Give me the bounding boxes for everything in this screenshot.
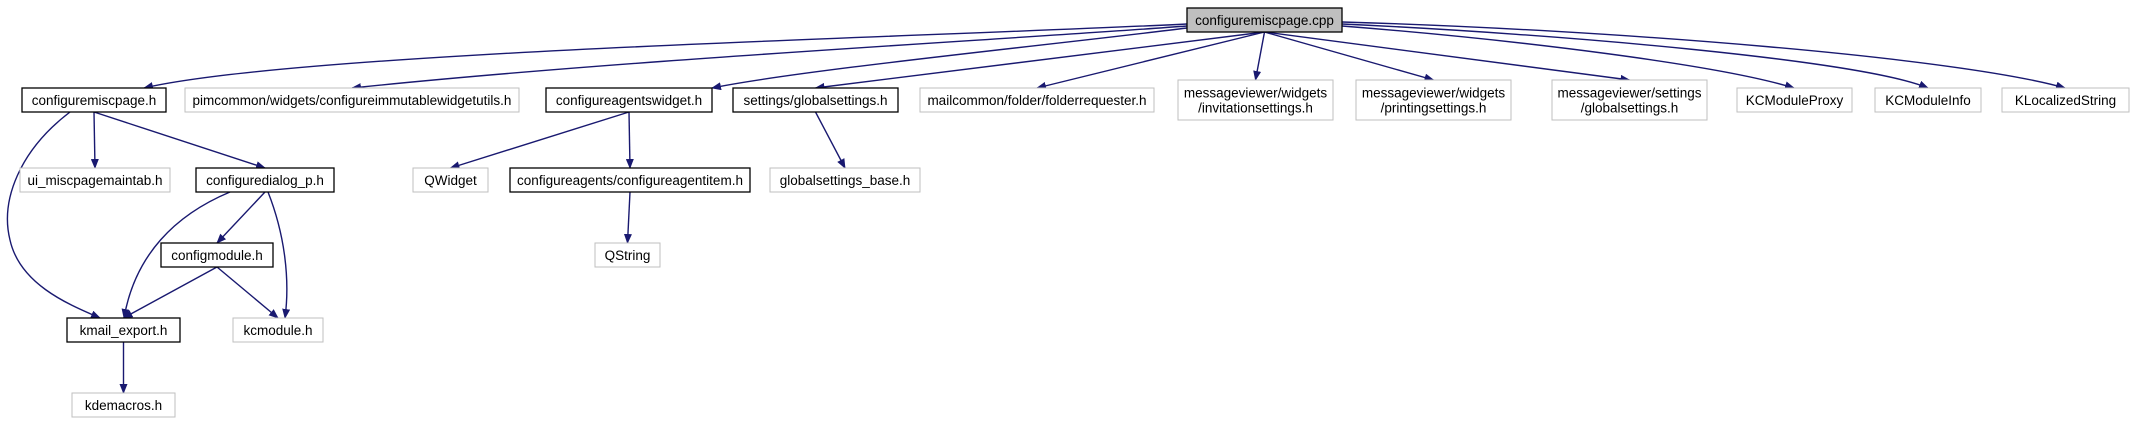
node-box <box>184 87 520 113</box>
node-box <box>1874 87 1982 113</box>
node-box <box>1551 79 1708 121</box>
node-label: kdemacros.h <box>85 398 162 413</box>
node-box <box>1736 87 1853 113</box>
node-kdemacros: kdemacros.h <box>71 392 176 418</box>
node-kcmodule: kcmodule.h <box>232 317 324 343</box>
node-box <box>232 317 324 343</box>
edge-root-to-mv_globalsettings <box>1264 31 1631 83</box>
edge-configuredialog_p-to-kcmodule <box>267 191 291 319</box>
node-folderrequester: mailcommon/folder/folderrequester.h <box>919 87 1155 113</box>
edge-root-to-invitationsettings <box>1253 31 1266 81</box>
node-globalsettings-h[interactable]: settings/globalsettings.h <box>732 87 899 113</box>
edge-configmodule-to-kcmodule <box>216 266 279 319</box>
node-label: kcmodule.h <box>243 323 312 338</box>
node-kcmoduleproxy: KCModuleProxy <box>1736 87 1853 113</box>
node-label: pimcommon/widgets/configureimmutablewidg… <box>193 93 512 108</box>
node-label: messageviewer/widgets <box>1362 86 1506 101</box>
edge-root-to-globalsettings_h <box>814 31 1265 91</box>
node-configureagentswidget[interactable]: configureagentswidget.h <box>545 87 713 113</box>
edge-configuremiscpage_h-to-kmail_export <box>6 111 101 319</box>
edge-root-to-kcmoduleproxy <box>1341 25 1795 90</box>
node-box <box>71 392 176 418</box>
edge-root-to-folderrequester <box>1036 31 1265 90</box>
edge-configureagentitem-to-qstring <box>623 191 632 244</box>
node-label: KCModuleProxy <box>1746 93 1844 108</box>
node-label: /printingsettings.h <box>1381 101 1487 116</box>
node-box <box>195 167 335 193</box>
node-label: configuredialog_p.h <box>206 173 324 188</box>
node-box <box>412 167 489 193</box>
node-box <box>509 167 751 193</box>
node-label: /invitationsettings.h <box>1198 101 1313 116</box>
edge-configuremiscpage_h-to-ui_miscpagemaintab <box>90 111 99 169</box>
node-klocalizedstring: KLocalizedString <box>2001 87 2130 113</box>
node-label: globalsettings_base.h <box>780 173 911 188</box>
node-printingsettings: messageviewer/widgets/printingsettings.h <box>1355 79 1512 121</box>
node-label: KCModuleInfo <box>1885 93 1971 108</box>
node-label: configureagentswidget.h <box>556 93 702 108</box>
node-invitationsettings: messageviewer/widgets/invitationsettings… <box>1177 79 1334 121</box>
node-box <box>1355 79 1512 121</box>
edge-root-to-kcmoduleinfo <box>1341 23 1929 89</box>
node-label: configureagents/configureagentitem.h <box>517 173 743 188</box>
node-root[interactable]: configuremiscpage.cpp <box>1186 7 1343 33</box>
node-label: ui_miscpagemaintab.h <box>27 173 162 188</box>
edge-root-to-printingsettings <box>1264 31 1435 82</box>
node-label: messageviewer/widgets <box>1184 86 1328 101</box>
edge-root-to-klocalizedstring <box>1341 21 2066 90</box>
edges-layer <box>6 21 2066 394</box>
edge-root-to-configureimmutable <box>351 25 1188 92</box>
edge-configuremiscpage_h-to-configuredialog_p <box>93 111 266 170</box>
node-configuremiscpage-h[interactable]: configuremiscpage.h <box>21 87 167 113</box>
node-globalsettings-base: globalsettings_base.h <box>769 167 921 193</box>
node-mv-globalsettings: messageviewer/settings/globalsettings.h <box>1551 79 1708 121</box>
node-box <box>160 242 274 268</box>
node-configureimmutable: pimcommon/widgets/configureimmutablewidg… <box>184 87 520 113</box>
node-box <box>1177 79 1334 121</box>
node-kcmoduleinfo: KCModuleInfo <box>1874 87 1982 113</box>
node-box <box>732 87 899 113</box>
node-box <box>594 242 661 268</box>
node-box <box>21 87 167 113</box>
node-label: kmail_export.h <box>80 323 168 338</box>
node-label: configuremiscpage.cpp <box>1195 13 1334 28</box>
node-label: mailcommon/folder/folderrequester.h <box>927 93 1146 108</box>
node-qwidget: QWidget <box>412 167 489 193</box>
node-label: /globalsettings.h <box>1581 101 1679 116</box>
node-label: QWidget <box>424 173 477 188</box>
edge-configuredialog_p-to-configmodule <box>216 191 266 244</box>
edge-configmodule-to-kmail_export <box>122 266 218 319</box>
node-label: configmodule.h <box>171 248 263 263</box>
node-ui-miscpagemaintab: ui_miscpagemaintab.h <box>19 167 171 193</box>
nodes-layer: configuremiscpage.cpp configuremiscpage.h… <box>19 7 2130 418</box>
node-box <box>1186 7 1343 33</box>
node-kmail-export[interactable]: kmail_export.h <box>66 317 181 343</box>
node-box <box>545 87 713 113</box>
node-box <box>769 167 921 193</box>
edge-configuredialog_p-to-kmail_export <box>121 191 231 319</box>
node-configureagentitem[interactable]: configureagents/configureagentitem.h <box>509 167 751 193</box>
node-label: QString <box>605 248 651 263</box>
node-label: messageviewer/settings <box>1557 86 1701 101</box>
edge-configureagentswidget-to-qwidget <box>449 111 630 170</box>
node-box <box>919 87 1155 113</box>
node-label: settings/globalsettings.h <box>743 93 887 108</box>
node-box <box>66 317 181 343</box>
node-box <box>19 167 171 193</box>
node-configmodule[interactable]: configmodule.h <box>160 242 274 268</box>
edge-globalsettings_h-to-globalsettings_base <box>814 111 846 169</box>
edge-root-to-configureagentswidget <box>711 27 1188 91</box>
edge-configureagentswidget-to-configureagentitem <box>625 111 634 169</box>
node-qstring: QString <box>594 242 661 268</box>
node-configuredialog-p[interactable]: configuredialog_p.h <box>195 167 335 193</box>
edge-root-to-configuremiscpage_h <box>143 23 1188 90</box>
node-box <box>2001 87 2130 113</box>
node-label: configuremiscpage.h <box>32 93 157 108</box>
node-label: KLocalizedString <box>2015 93 2116 108</box>
